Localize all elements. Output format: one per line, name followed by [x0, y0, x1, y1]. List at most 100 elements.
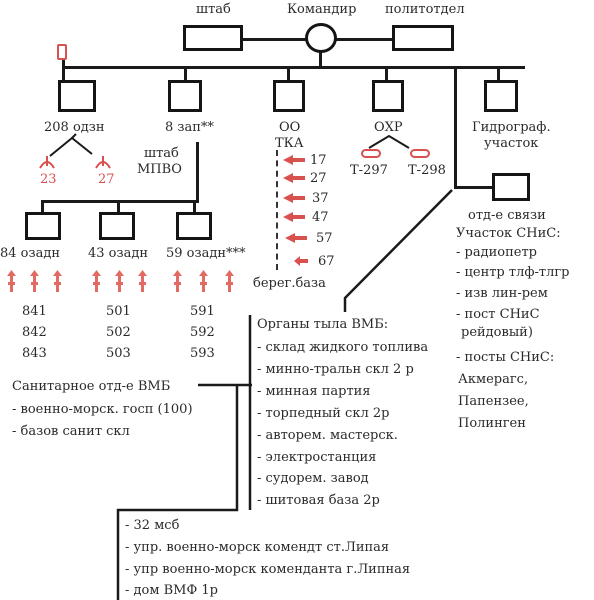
hq-label: штаб	[196, 2, 231, 17]
mpvo-label-1: штаб	[144, 146, 179, 161]
political-box[interactable]	[392, 25, 454, 51]
aa-gun-icon	[95, 156, 111, 169]
brigade-unit: 593	[190, 346, 215, 361]
hq-box[interactable]	[183, 25, 243, 51]
flag-icon	[57, 44, 67, 60]
boat-icon	[361, 149, 381, 158]
arrow-icon	[283, 155, 305, 165]
connector	[193, 200, 196, 212]
arrow-icon	[283, 212, 305, 222]
ohr-box[interactable]	[372, 80, 404, 112]
aa-gun-icon	[39, 156, 55, 169]
connector	[62, 66, 525, 69]
sanitary-item: - базов санит скл	[12, 424, 130, 439]
tka-label: ТКА	[275, 136, 304, 151]
brigade-label: 43 озадн	[88, 246, 149, 261]
branch-ohr	[368, 134, 410, 149]
connector	[497, 66, 500, 80]
connector	[41, 200, 199, 203]
tka-unit: 27	[310, 171, 327, 186]
rear-item: - торпедный скл 2р	[257, 406, 390, 421]
sanitary-item: - военно-морск. госп (100)	[12, 402, 193, 417]
signal-box[interactable]	[492, 173, 530, 201]
b8-box[interactable]	[168, 80, 202, 112]
tka-unit: 37	[312, 191, 329, 206]
b208-box[interactable]	[58, 80, 96, 112]
brigade-label: 84 озадн	[0, 246, 61, 261]
branch-208	[49, 133, 93, 157]
rear-item: - минная партия	[257, 384, 371, 399]
hydro-box[interactable]	[484, 80, 518, 112]
tka-unit: 17	[310, 153, 327, 168]
rear-item: - судорем. завод	[257, 471, 369, 486]
signal-item: - изв лин-рем	[456, 286, 548, 301]
connector	[184, 66, 187, 80]
tka-unit: 57	[316, 231, 333, 246]
brigade-unit: 502	[106, 325, 131, 340]
bottom-item: - дом ВМФ 1р	[125, 583, 218, 598]
brigade-unit: 843	[22, 346, 47, 361]
tka-unit: 67	[318, 254, 335, 269]
rear-item: - минно-тральн скл 2 р	[257, 362, 414, 377]
hydro-label-2: участок	[484, 136, 539, 151]
connector	[62, 58, 65, 80]
political-label: политотдел	[385, 2, 465, 17]
base-label: берег.база	[253, 276, 326, 291]
rear-item: - электростанция	[257, 450, 377, 465]
hydro-label-1: Гидрограф.	[472, 120, 551, 135]
connector	[287, 66, 290, 80]
ohr-unit: Т-297	[350, 163, 388, 178]
brigade-unit: 501	[106, 304, 131, 319]
connector	[319, 50, 322, 68]
connector	[117, 200, 120, 212]
signal-title: отд-е связи	[468, 208, 546, 223]
mpvo-label-2: МПВО	[137, 162, 182, 177]
brigade-unit: 591	[190, 304, 215, 319]
sub208-27: 27	[98, 172, 115, 187]
arrow-icon	[283, 173, 305, 183]
sub208-23: 23	[40, 172, 57, 187]
brigade-43-box[interactable]	[99, 212, 135, 240]
signal-item: Полинген	[458, 416, 526, 431]
rear-item: - склад жидкого топлива	[257, 340, 429, 355]
oo-box[interactable]	[273, 80, 305, 112]
bottom-item: - 32 мсб	[125, 518, 180, 533]
oo-label: ОО	[279, 120, 301, 135]
commander-label: Командир	[287, 2, 357, 17]
connector	[385, 66, 388, 80]
ohr-unit: Т-298	[408, 163, 446, 178]
tka-unit: 47	[312, 210, 329, 225]
brigade-59-box[interactable]	[176, 212, 212, 240]
arrow-icon	[283, 193, 305, 203]
battery-icons	[7, 270, 234, 292]
signal-item: - пост СНиС	[456, 307, 540, 322]
tka-column-line	[276, 150, 278, 270]
sanitary-title: Санитарное отд-е ВМБ	[12, 379, 171, 394]
arrow-icon	[294, 256, 308, 266]
bottom-item: - упр. военно-морск комендт ст.Липая	[125, 540, 390, 555]
brigade-unit: 842	[22, 325, 47, 340]
b208-label: 208 одзн	[44, 120, 105, 135]
signal-item: Участок СНиС:	[456, 226, 561, 241]
rear-title: Органы тыла ВМБ:	[257, 317, 389, 332]
connector	[454, 66, 457, 188]
signal-item: рейдовый)	[461, 325, 533, 340]
signal-item: Папензее,	[458, 394, 529, 409]
brigade-unit: 503	[106, 346, 131, 361]
brigade-unit: 841	[22, 304, 47, 319]
signal-item: Акмерагс,	[458, 372, 529, 387]
ohr-label: ОХР	[374, 120, 403, 135]
signal-item: - радиопетр	[456, 245, 537, 260]
boat-icon	[410, 149, 430, 158]
connector	[196, 142, 199, 202]
rear-item: - авторем. мастерск.	[257, 428, 398, 443]
bottom-item: - упр военно-морск коменданта г.Липная	[125, 562, 411, 577]
connector	[454, 186, 494, 189]
rear-item: - шитовая база 2р	[257, 493, 380, 508]
brigade-label: 59 озадн***	[166, 246, 246, 261]
commander-circle[interactable]	[305, 23, 337, 53]
connector	[41, 200, 44, 212]
arrow-icon	[285, 233, 307, 243]
brigade-84-box[interactable]	[25, 212, 61, 240]
